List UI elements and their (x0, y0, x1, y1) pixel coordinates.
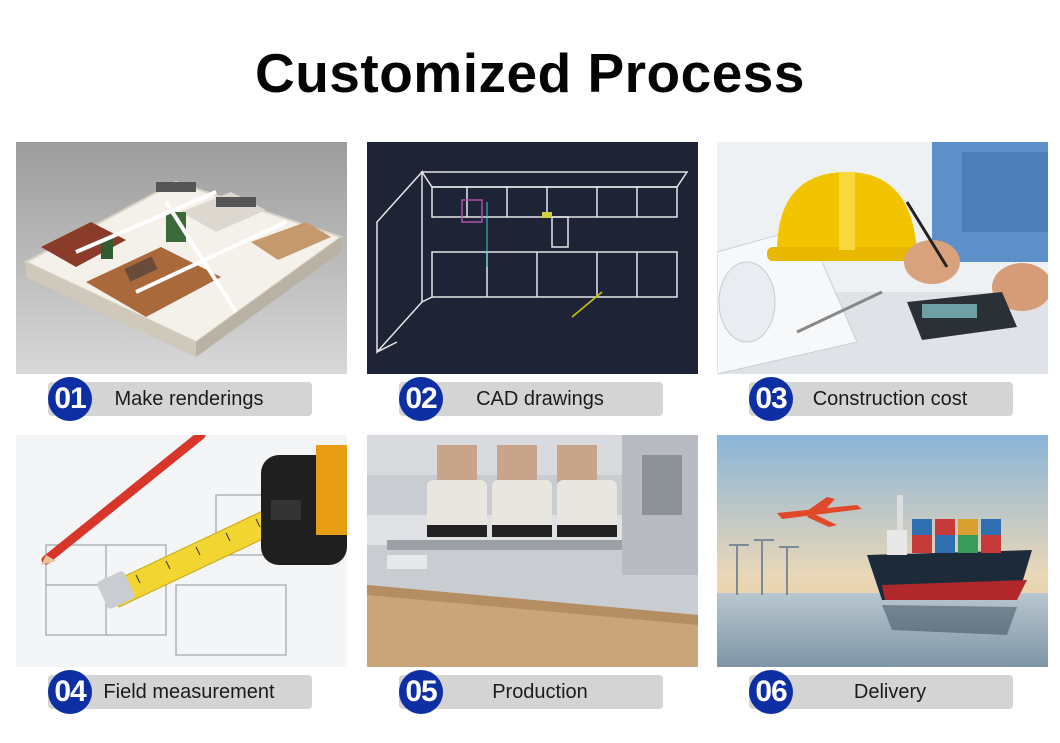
step-card-make-renderings: Make renderings 01 (16, 142, 348, 432)
step-label-bar (399, 675, 663, 709)
hard-hat-calculator-image (717, 142, 1048, 374)
step-card-construction-cost: Construction cost 03 (717, 142, 1049, 432)
step-label: Make renderings (114, 388, 264, 410)
step-label-bar (749, 382, 1013, 416)
step-label-bar (749, 675, 1013, 709)
step-label-bar (399, 382, 663, 416)
tape-measure-image (16, 435, 347, 667)
step-card-field-measurement: Field measurement 04 (16, 435, 348, 725)
step-label: Construction cost (812, 388, 968, 410)
step-number-badge: 04 (48, 670, 92, 714)
floor-plan-rendering-image (16, 142, 347, 374)
step-label: Production (492, 681, 588, 703)
step-card-cad-drawings: CAD drawings 02 (367, 142, 699, 432)
step-label: Delivery (853, 681, 927, 703)
step-number-badge: 03 (749, 377, 793, 421)
step-label: Field measurement (103, 681, 275, 703)
page-title: Customized Process (254, 42, 805, 104)
step-label-bar (48, 382, 312, 416)
step-number-badge: 05 (399, 670, 443, 714)
cnc-machine-image (367, 435, 698, 667)
step-card-production: Production 05 (367, 435, 699, 725)
step-number-badge: 02 (399, 377, 443, 421)
step-number-badge: 01 (48, 377, 92, 421)
step-card-delivery: Delivery 06 (717, 435, 1049, 725)
cad-drawing-image (367, 142, 698, 374)
step-number-badge: 06 (749, 670, 793, 714)
step-label: CAD drawings (476, 388, 604, 410)
step-label-bar (48, 675, 312, 709)
cargo-ship-image (717, 435, 1048, 667)
